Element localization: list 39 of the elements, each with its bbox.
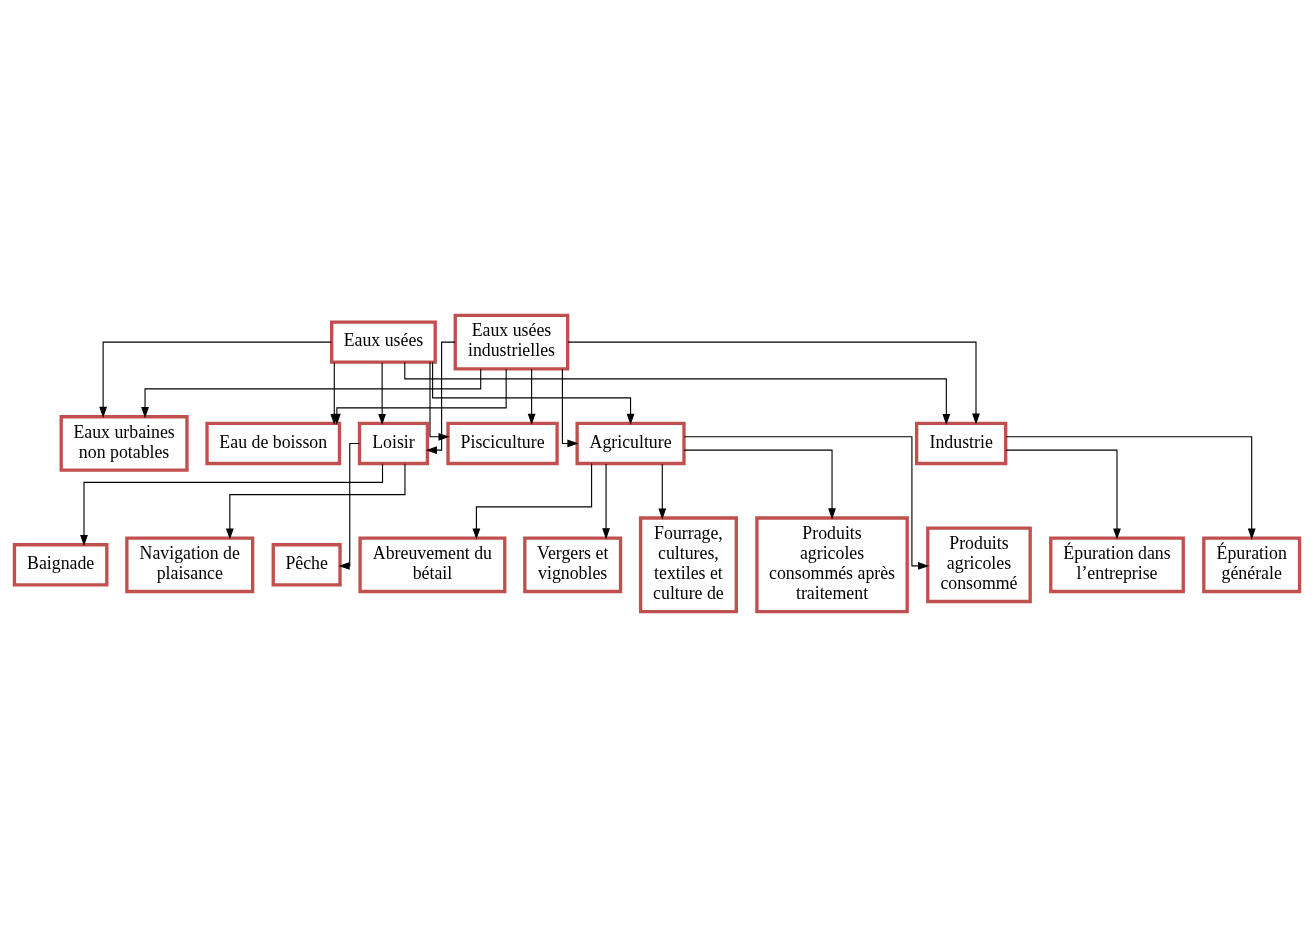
arrow [602,463,610,539]
node-box: Eaux urbaines non potables [59,414,189,472]
arrow [1005,435,1256,540]
arrow [432,361,635,425]
arrow [404,361,951,425]
arrow [683,449,836,519]
node-box: Produits agricoles consommés après traitement [755,515,909,613]
arrow [425,341,456,454]
arrow [141,368,482,418]
node-box: Pêche [271,542,342,586]
arrow [527,368,536,425]
arrow [567,341,980,425]
node-box: Fourrage, cultures, textiles et culture de [638,515,738,613]
node-box: Agriculture [575,421,686,465]
node-box: Abreuvement du bétail [358,535,507,593]
arrow [80,462,384,546]
arrow [378,361,387,425]
node-box: Vergers et vignobles [523,535,623,593]
node-box: Pisciculture [446,421,559,465]
node-box: Épuration dans l’entreprise [1049,535,1185,593]
node-box: Eau de boisson [205,421,342,465]
arrow [1005,449,1121,540]
arrow [658,463,667,520]
node-box: Produits agricoles consommé [926,525,1032,603]
node-box: Loisir [357,421,430,465]
node-box: Industrie [914,421,1008,465]
arrow [99,341,332,418]
arrow [683,435,930,570]
node-box: Baignade [12,542,109,586]
arrow [333,368,507,425]
node-box: Épuration générale [1202,535,1302,593]
arrow [561,368,579,447]
node-box: Eaux usées industrielles [453,313,570,371]
node-box: Navigation de plaisance [125,535,255,593]
arrow [225,462,406,540]
node-box: Eaux usées [330,319,437,364]
arrow [472,462,593,540]
arrow [429,361,450,441]
arrow [338,442,361,570]
